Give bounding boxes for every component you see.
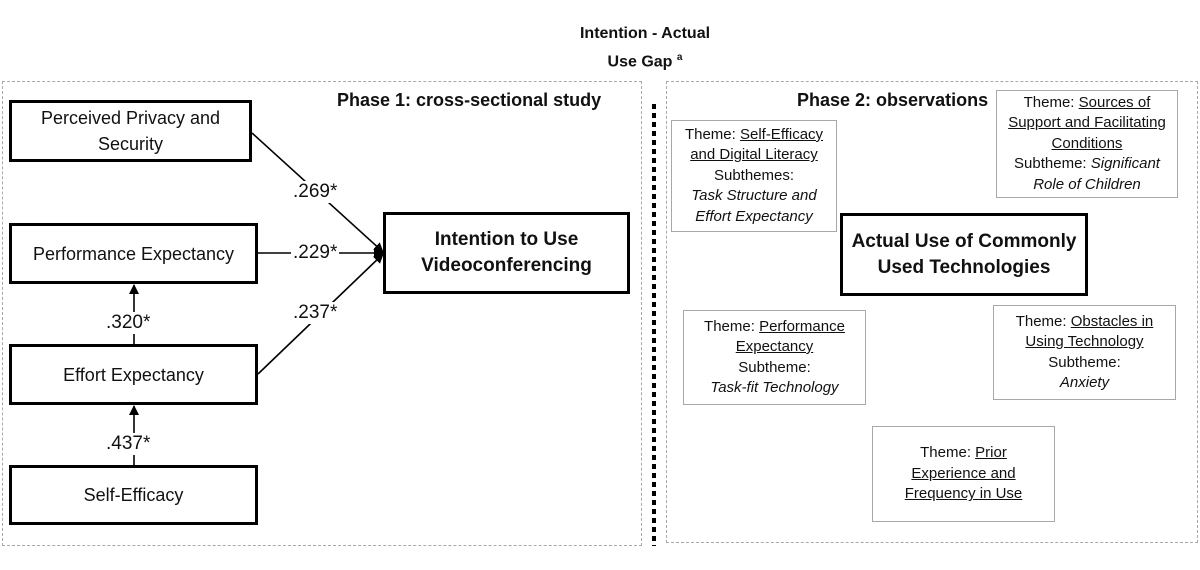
phase1-label: Phase 1: cross-sectional study (337, 90, 602, 110)
construct-self-efficacy: Self-Efficacy (9, 465, 258, 525)
theme-title: Sources of (1078, 93, 1151, 111)
theme-title: Self-Efficacy (739, 125, 824, 143)
theme-title-cont: Expectancy (735, 338, 814, 355)
theme-title: Prior (975, 444, 1007, 462)
subtheme-text: Anxiety (1059, 374, 1110, 391)
privacy-line-1: Perceived Privacy and (40, 108, 221, 128)
phase2-panel (666, 81, 1198, 543)
subtheme-text: Task-fit Technology (710, 379, 839, 396)
coef-effort-performance: .320* (104, 312, 153, 334)
intention-line-1: Intention to Use (434, 229, 579, 250)
coef-selfefficacy-effort: .437* (104, 433, 153, 455)
actual-use-line-1: Actual Use of Commonly (851, 230, 1077, 252)
theme-performance-expectancy: Theme: Performance Expectancy Subtheme: … (683, 310, 866, 405)
phase2-label: Phase 2: observations (797, 90, 989, 110)
construct-intention: Intention to Use Videoconferencing (383, 212, 630, 294)
intention-line-2: Videoconferencing (421, 255, 592, 276)
subtheme-text-cont: Role of Children (1033, 175, 1141, 193)
actual-use-box: Actual Use of Commonly Used Technologies (840, 213, 1088, 296)
theme-prior-experience: Theme: Prior Experience and Frequency in… (872, 426, 1055, 522)
title-line-1: Intention - Actual (579, 25, 711, 42)
theme-title: Obstacles in (1070, 312, 1154, 330)
privacy-line-2: Security (97, 134, 164, 154)
coef-privacy-intention: .269* (291, 181, 340, 203)
construct-privacy-security: Perceived Privacy and Security (9, 100, 252, 162)
actual-use-line-2: Used Technologies (877, 256, 1051, 278)
theme-title-cont: Using Technology (1025, 333, 1144, 350)
subtheme-label: Subtheme: (1048, 353, 1121, 371)
theme-title-cont-2: Conditions (1051, 134, 1123, 152)
subtheme-label: Subtheme: (738, 358, 811, 376)
theme-title-cont: and Digital Literacy (690, 146, 818, 164)
subtheme-text-cont: Effort Expectancy (695, 207, 813, 225)
coef-performance-intention: .229* (291, 242, 340, 264)
subtheme-text: Task Structure and (691, 187, 817, 205)
self-efficacy-label: Self-Efficacy (83, 485, 184, 505)
theme-title: Performance (759, 317, 845, 335)
phase1-panel (2, 81, 642, 546)
theme-self-efficacy: Theme: Self-Efficacy and Digital Literac… (671, 120, 837, 232)
title-superscript: a (676, 52, 683, 63)
performance-label: Performance Expectancy (32, 243, 235, 264)
coef-effort-intention: .237* (291, 302, 340, 324)
subtheme-label: Subtheme: (1014, 155, 1091, 173)
subtheme-text: Significant (1090, 155, 1160, 173)
theme-obstacles: Theme: Obstacles in Using Technology Sub… (993, 305, 1176, 400)
construct-effort-expectancy: Effort Expectancy (9, 344, 258, 405)
theme-support-conditions: Theme: Sources of Support and Facilitati… (996, 90, 1178, 198)
theme-title-cont-2: Frequency in Use (904, 485, 1023, 503)
subtheme-label: Subthemes: (713, 166, 795, 184)
theme-title-cont: Experience and (911, 464, 1016, 482)
effort-label: Effort Expectancy (63, 364, 204, 385)
construct-performance-expectancy: Performance Expectancy (9, 223, 258, 284)
theme-title-cont: Support and Facilitating (1008, 114, 1166, 132)
title-line-2: Use Gap (607, 53, 673, 71)
figure-title: Intention - Actual Use Gap a (545, 22, 745, 74)
